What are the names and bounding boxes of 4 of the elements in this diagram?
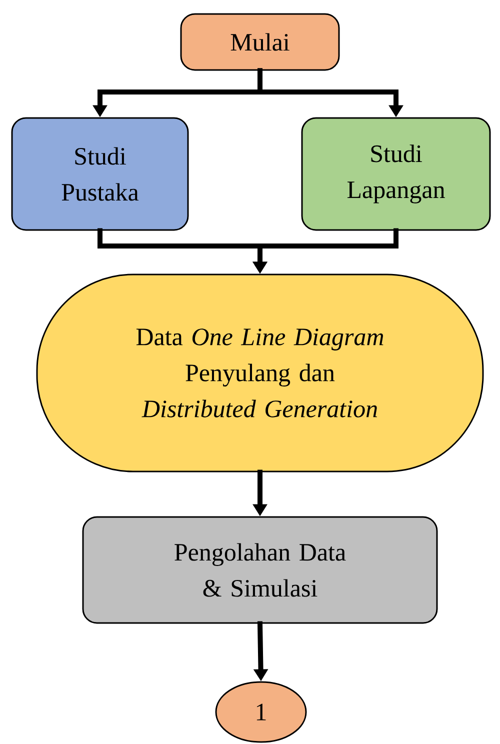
process-box: Pengolahan Data & Simulasi (82, 516, 438, 624)
process-box: Studi Lapangan (301, 117, 491, 231)
process-box: Mulai (180, 13, 340, 71)
process-box: Studi Pustaka (11, 117, 189, 231)
